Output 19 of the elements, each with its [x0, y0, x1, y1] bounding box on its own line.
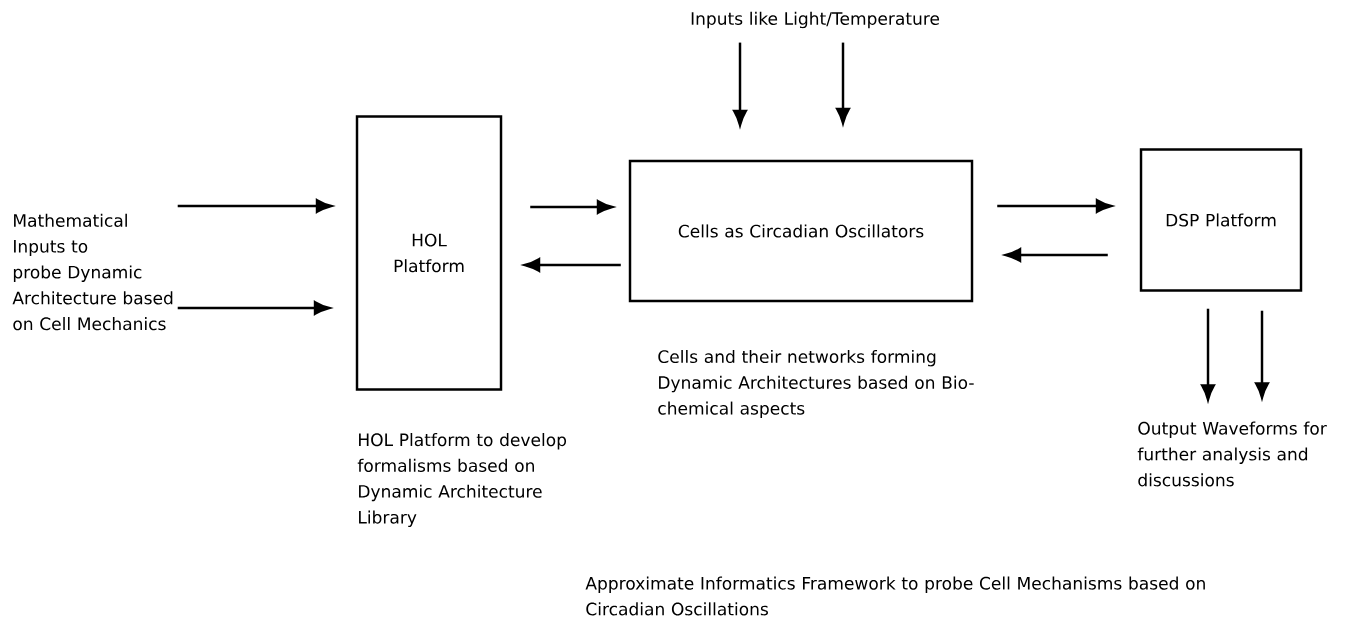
caption-text: Approximate Informatics Framework to probe Cell Mechanisms based on Circadian Oscillations	[585, 576, 1205, 616]
arrow	[733, 42, 748, 127]
arrow	[177, 300, 331, 315]
text-label: Output Waveforms for further analysis and discussions	[1137, 421, 1327, 487]
arrow	[530, 200, 614, 214]
arrow	[836, 42, 851, 125]
text-label: Mathematical Inputs to probe Dynamic Architecture based on Cell Mechanics	[12, 213, 173, 331]
arrow	[177, 198, 333, 213]
process-box: HOL Platform	[355, 115, 503, 391]
arrow	[1004, 248, 1108, 262]
caption-text: Cells and their networks forming Dynamic Architectures based on Bio-chemical aspects	[658, 349, 974, 419]
arrow	[1201, 308, 1216, 401]
arrow	[523, 257, 621, 272]
process-box: DSP Platform	[1139, 148, 1303, 292]
process-box: Cells as Circadian Oscillators	[628, 159, 974, 303]
arrow	[997, 198, 1113, 213]
arrow	[1255, 310, 1270, 399]
text-label: Inputs like Light/Temperature	[691, 11, 940, 29]
caption-text: HOL Platform to develop formalisms based on Dynamic Architecture Library	[357, 433, 567, 527]
